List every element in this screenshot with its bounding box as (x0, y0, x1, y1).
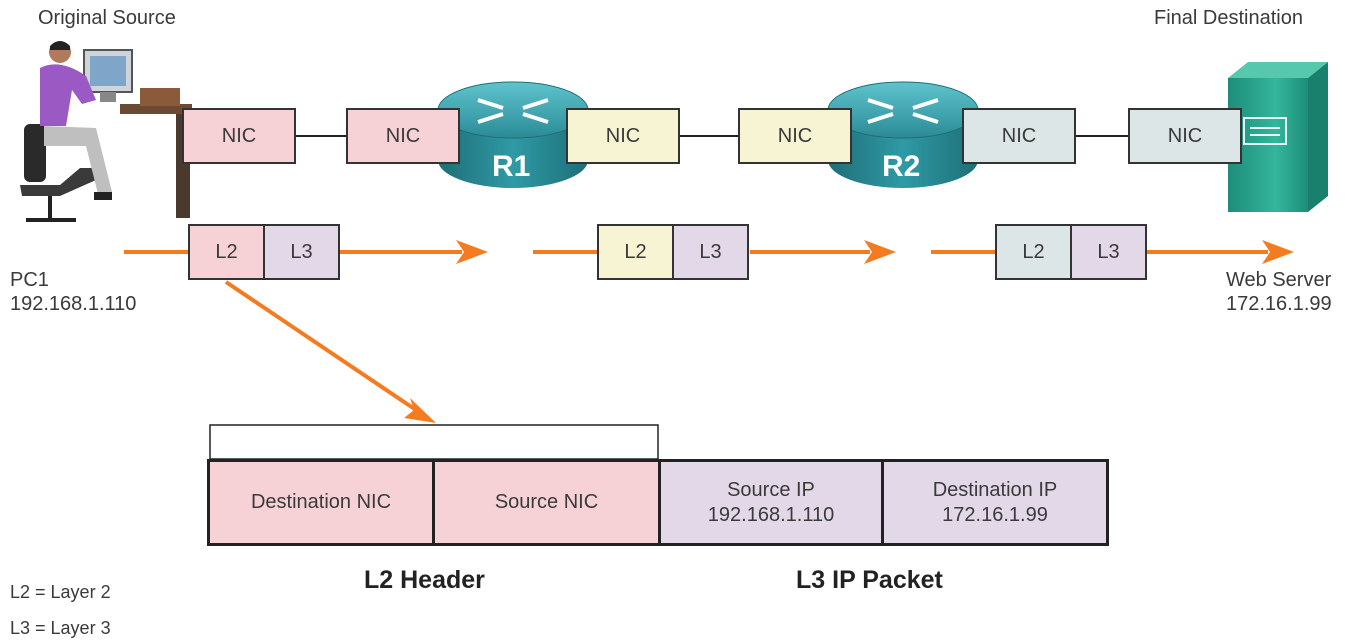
destination-ip-value: 172.16.1.99 (942, 503, 1048, 526)
frame-hop-1-l2: L2 (190, 226, 263, 278)
legend-l3: L3 = Layer 3 (10, 618, 111, 638)
pc1-ip: 192.168.1.110 (10, 293, 137, 315)
frame-hop-2-l2: L2 (599, 226, 672, 278)
web-server-ip: 172.16.1.99 (1226, 293, 1332, 315)
nic-r2-out: NIC (962, 108, 1076, 164)
destination-nic-label: Destination NIC (250, 491, 392, 513)
original-source-heading: Original Source (38, 7, 176, 29)
web-server-name: Web Server (1226, 269, 1332, 291)
frame-hop-2: L2 L3 (597, 224, 749, 280)
source-nic-field: Source NIC (432, 459, 661, 546)
frame-hop-3-l3: L3 (1070, 226, 1145, 278)
l3-packet-caption: L3 IP Packet (796, 566, 943, 594)
router-r1-label: R1 (492, 150, 531, 183)
expand-arrow (224, 280, 436, 423)
nic-r1-in: NIC (346, 108, 460, 164)
l2-header-caption: L2 Header (364, 566, 485, 594)
frame-hop-1: L2 L3 (188, 224, 340, 280)
frame-hop-3-l2: L2 (997, 226, 1070, 278)
frame-hop-1-l3: L3 (263, 226, 338, 278)
source-ip-label: Source IP (727, 478, 815, 501)
legend-l2: L2 = Layer 2 (10, 582, 111, 602)
nic-pc1: NIC (182, 108, 296, 164)
nic-r2-in: NIC (738, 108, 852, 164)
router-r1-icon (437, 81, 589, 188)
router-r2-label: R2 (882, 150, 921, 183)
router-r2-icon (827, 81, 979, 188)
server-icon (1228, 62, 1328, 212)
l2-header-bracket (209, 424, 659, 460)
destination-ip-field: Destination IP 172.16.1.99 (881, 459, 1109, 546)
frame-hop-3: L2 L3 (995, 224, 1147, 280)
destination-ip-label: Destination IP (932, 478, 1058, 501)
destination-nic-field: Destination NIC (207, 459, 435, 546)
flow-arrows (124, 240, 1294, 264)
final-destination-heading: Final Destination (1154, 7, 1303, 29)
source-nic-label: Source NIC (494, 491, 599, 513)
pc1-name: PC1 (10, 269, 49, 291)
pc1-workstation-icon (20, 41, 192, 222)
source-ip-field: Source IP 192.168.1.110 (658, 459, 884, 546)
source-ip-value: 192.168.1.110 (707, 503, 835, 526)
nic-server: NIC (1128, 108, 1242, 164)
nic-r1-out: NIC (566, 108, 680, 164)
frame-hop-2-l3: L3 (672, 226, 747, 278)
